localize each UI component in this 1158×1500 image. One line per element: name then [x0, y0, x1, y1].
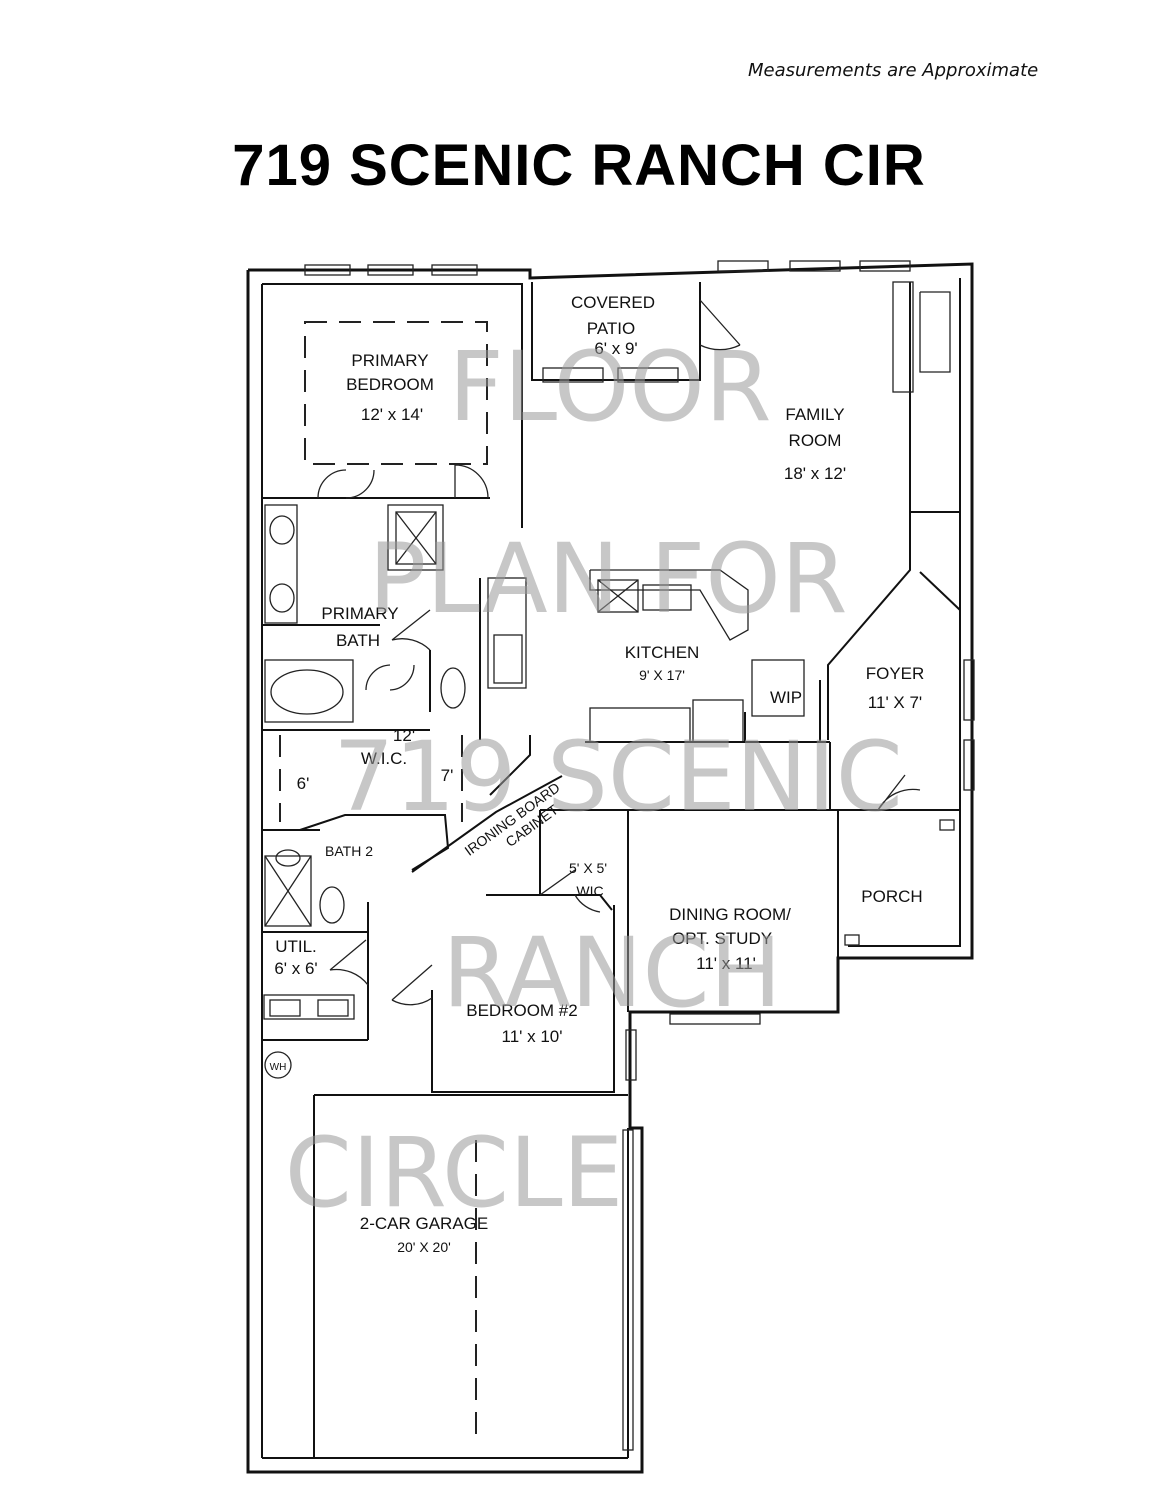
room-labels: COVERED PATIO 6' x 9' PRIMARY BEDROOM 12… — [270, 293, 925, 1255]
primary-bath-label-2: BATH — [336, 631, 380, 650]
garage-label: 2-CAR GARAGE — [360, 1214, 488, 1233]
wic-label: W.I.C. — [361, 749, 407, 768]
dining-size: 11' x 11' — [696, 954, 756, 973]
covered-patio-walls — [531, 282, 741, 383]
dining-bedroom-walls — [391, 809, 838, 1093]
kitchen-fixtures — [487, 569, 831, 810]
covered-patio-label-2: PATIO — [587, 319, 636, 338]
garage-size: 20' X 20' — [397, 1239, 451, 1255]
primary-bedroom-walls — [262, 321, 490, 499]
kitchen-label: KITCHEN — [625, 643, 700, 662]
watermark-line-5: CIRCLE — [285, 1117, 623, 1229]
covered-patio-size: 6' x 9' — [594, 339, 637, 358]
primary-bath-label: PRIMARY — [321, 604, 398, 623]
foyer-label: FOYER — [866, 664, 925, 683]
family-room-walls — [827, 281, 961, 740]
foyer-porch-walls — [837, 774, 960, 958]
wic-small-label: WIC — [576, 883, 603, 899]
foyer-size: 11' X 7' — [868, 693, 922, 712]
bedroom2-size: 11' x 10' — [502, 1027, 563, 1046]
wic-dim-left: 6' — [297, 774, 310, 793]
primary-bath-fixtures — [262, 504, 481, 740]
dining-label-2: OPT. STUDY — [672, 929, 772, 948]
util-size: 6' x 6' — [274, 959, 317, 978]
measurement-note: Measurements are Approximate — [748, 60, 1039, 81]
wic-dim-right: 7' — [441, 766, 454, 785]
util-label: UTIL. — [275, 937, 317, 956]
windows — [304, 260, 975, 1081]
watermark-line-4: RANCH — [442, 917, 782, 1029]
watermark-line-3: 719 SCENIC — [333, 721, 903, 833]
watermark-line-2: PLAN FOR — [368, 523, 847, 635]
exterior-walls — [246, 262, 974, 1474]
garage-walls — [313, 1094, 634, 1458]
watermark: FLOOR PLAN FOR 719 SCENIC RANCH CIRCLE — [285, 331, 903, 1229]
water-heater-label: WH — [270, 1062, 287, 1073]
wic-small-size: 5' X 5' — [569, 860, 607, 876]
central-walls — [262, 735, 628, 1079]
watermark-line-1: FLOOR — [448, 331, 771, 443]
bedroom2-label: BEDROOM #2 — [466, 1001, 577, 1020]
kitchen-size: 9' X 17' — [639, 667, 685, 683]
primary-bedroom-label-2: BEDROOM — [346, 375, 434, 394]
family-room-size: 18' x 12' — [784, 464, 846, 483]
covered-patio-label: COVERED — [571, 293, 655, 312]
page-title: 719 SCENIC RANCH CIR — [232, 133, 926, 198]
dining-label: DINING ROOM/ — [669, 905, 791, 924]
bath2-label: BATH 2 — [325, 843, 373, 859]
family-room-label-2: ROOM — [789, 431, 842, 450]
wip-label: WIP — [770, 688, 802, 707]
wic-dim-top: 12' — [393, 726, 415, 745]
primary-bedroom-size: 12' x 14' — [361, 405, 423, 424]
family-room-label: FAMILY — [785, 405, 844, 424]
primary-bedroom-label: PRIMARY — [351, 351, 428, 370]
porch-label: PORCH — [861, 887, 922, 906]
